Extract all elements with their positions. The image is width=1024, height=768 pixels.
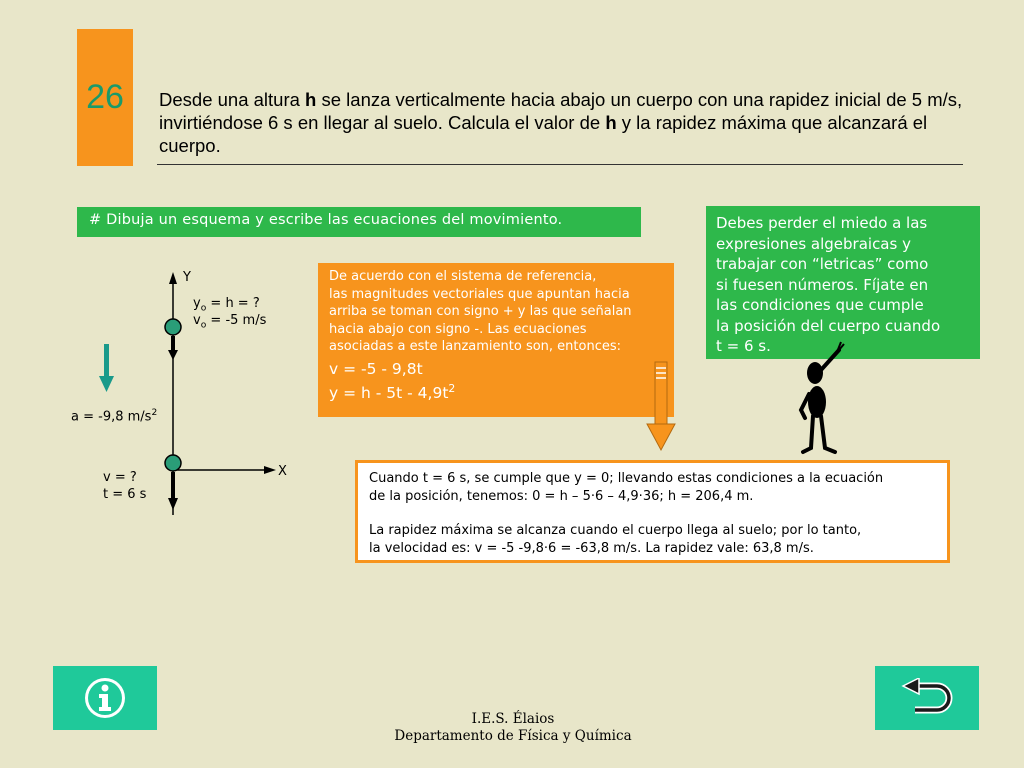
initial-velocity-label: vo = -5 m/s [193,313,267,331]
problem-statement: Desde una altura h se lanza verticalment… [159,89,963,156]
pointing-figure-icon [798,341,845,454]
title-divider [157,164,963,165]
position-equation: y = h - 5t - 4,9t2 [329,381,456,402]
equations-box: De acuerdo con el sistema de referencia,… [318,263,674,417]
return-arrow-icon [901,678,953,714]
instruction-banner: # Dibuja un esquema y escribe las ecuaci… [77,207,641,237]
info-icon [85,678,125,718]
initial-body-ball [164,318,182,336]
velocity-equation: v = -5 - 9,8t [329,359,423,378]
acceleration-label: a = -9,8 m/s2 [71,408,158,425]
axis-x-label: X [278,464,287,479]
axis-y-label: Y [183,270,191,285]
solution-box: Cuando t = 6 s, se cumple que y = 0; lle… [355,460,950,563]
final-time-label: t = 6 s [103,487,147,502]
back-button[interactable] [875,666,979,730]
acceleration-vector [104,344,109,378]
slide-number: 26 [86,78,124,116]
advice-box: Debes perder el miedo a las expresiones … [706,206,980,359]
reference-diagram [99,272,276,515]
school-name: I.E.S. Élaios [471,711,555,727]
info-button[interactable] [53,666,157,730]
footer: I.E.S. Élaios Departamento de Física y Q… [380,711,646,745]
final-body-ball [164,454,182,472]
department-name: Departamento de Física y Química [394,728,632,744]
slide-number-box: 26 [77,29,133,166]
initial-height-label: yo = h = ? [193,296,260,314]
final-velocity-label: v = ? [103,470,137,485]
down-arrow-icon [646,361,676,452]
